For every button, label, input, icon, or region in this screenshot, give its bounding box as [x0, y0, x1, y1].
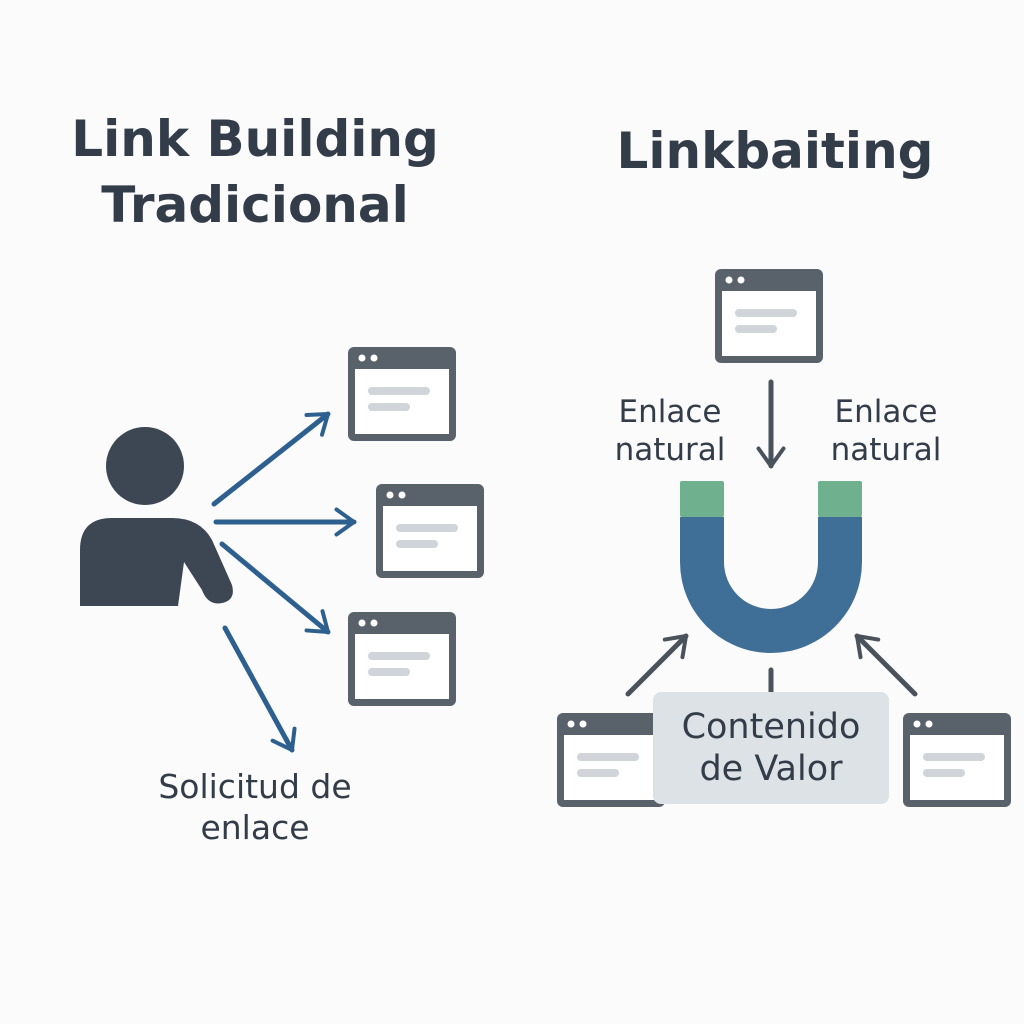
natural-link-right-line2: natural	[830, 432, 942, 468]
natural-link-label-left: Enlace natural	[590, 393, 750, 469]
arrow-to-request	[222, 625, 297, 753]
content-box-line1: Contenido	[681, 707, 861, 747]
request-label-line1: Solicitud de	[158, 767, 352, 806]
request-label-line2: enlace	[200, 808, 310, 847]
arrow-to-site-1	[211, 411, 331, 507]
valuable-content-box: Contenido de Valor	[653, 692, 889, 804]
browser-window-icon	[376, 484, 484, 578]
natural-link-left-line2: natural	[614, 432, 726, 468]
person-icon	[80, 427, 233, 606]
browser-window-icon	[557, 713, 665, 807]
arrow-to-site-3	[219, 541, 331, 635]
right-panel-title: Linkbaiting	[616, 122, 934, 180]
left-title-line1: Link Building	[71, 110, 439, 168]
browser-window-icon	[903, 713, 1011, 807]
left-panel-title: Link Building Tradicional	[40, 106, 470, 238]
browser-window-icon	[715, 269, 823, 363]
natural-link-left-line1: Enlace	[618, 394, 722, 430]
natural-link-right-line1: Enlace	[834, 394, 938, 430]
natural-link-label-right: Enlace natural	[806, 393, 966, 469]
browser-window-icon	[348, 347, 456, 441]
content-box-line2: de Valor	[699, 749, 843, 789]
request-label: Solicitud de enlace	[130, 766, 380, 848]
arrow-left-to-magnet	[625, 633, 689, 697]
browser-window-icon	[348, 612, 456, 706]
magnet-icon	[680, 481, 862, 653]
left-title-line2: Tradicional	[101, 176, 409, 234]
arrow-right-to-magnet	[854, 633, 918, 697]
